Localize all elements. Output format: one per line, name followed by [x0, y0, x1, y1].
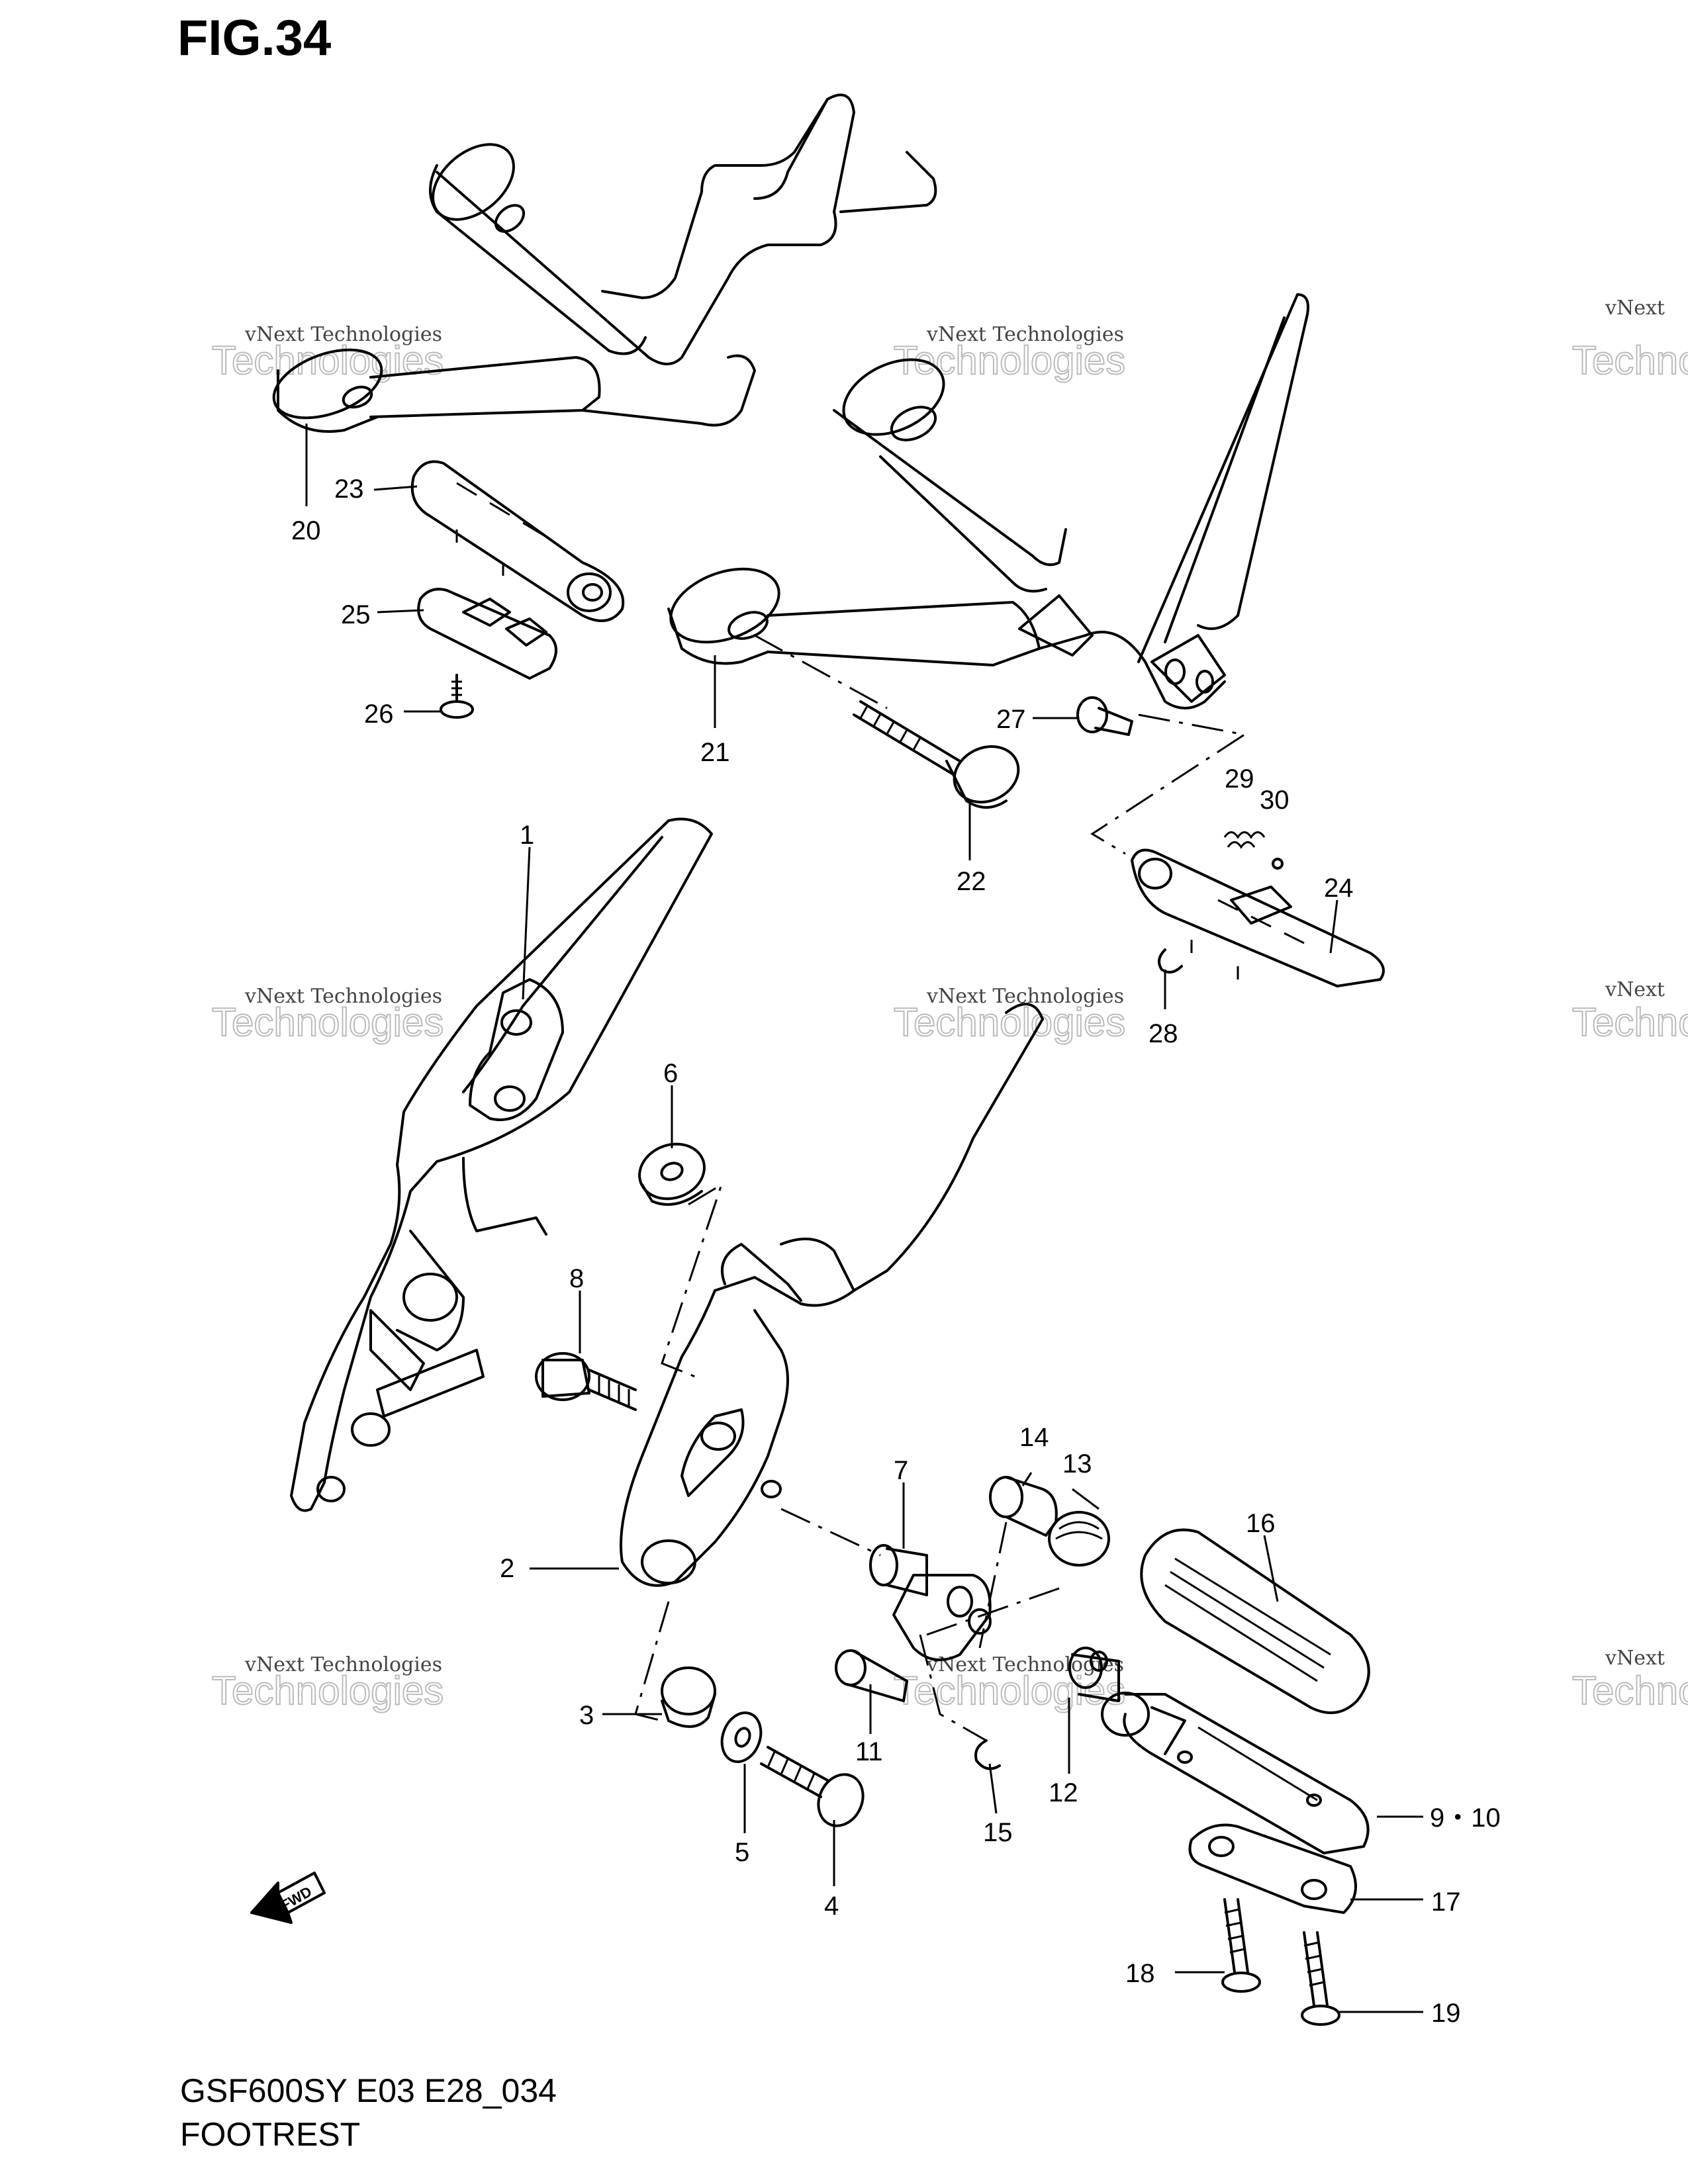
callout-16: 16	[1246, 1509, 1276, 1538]
callout-2: 2	[500, 1554, 514, 1583]
watermark-outline: Technologies	[212, 1668, 444, 1713]
watermark-text: vNext	[1605, 1647, 1665, 1670]
part-22-bolt	[853, 700, 1020, 809]
watermark-mid-left: vNext Technologies Technologies	[211, 985, 444, 1045]
callout-21: 21	[700, 738, 730, 767]
part-9-10-rider-footpeg	[1101, 1692, 1370, 1854]
callout-8: 8	[569, 1264, 584, 1293]
figure-title: FIG.34	[177, 10, 332, 66]
watermark-right-edge-low: vNext Technologies	[1571, 1647, 1688, 1713]
part-11-clevis-pin	[835, 1649, 908, 1702]
callout-3: 3	[579, 1701, 594, 1730]
watermark-outline: Technologies	[894, 1000, 1125, 1044]
part-3-bush	[661, 1666, 716, 1728]
callout-18: 18	[1125, 1959, 1155, 1988]
section-name: FOOTREST	[180, 2116, 361, 2153]
callout-20: 20	[291, 516, 321, 545]
callout-7: 7	[894, 1456, 908, 1485]
part-13-rubber-plug	[1048, 1511, 1110, 1567]
watermark-outline: Technologies	[894, 338, 1125, 383]
callout-14: 14	[1019, 1423, 1049, 1452]
callout-12: 12	[1049, 1778, 1078, 1807]
callout-labels: 1 2 3 4 5 6 7 8 9・10 11 12 13 14 15 16 1…	[291, 475, 1501, 2028]
callout-15: 15	[983, 1818, 1013, 1847]
watermark-outline: Technologies	[1572, 1668, 1688, 1713]
part-23-passenger-peg-left	[410, 460, 625, 622]
watermark-low-left: vNext Technologies Technologies	[211, 1653, 444, 1713]
callout-5: 5	[735, 1838, 749, 1867]
watermark-top-center: vNext Technologies Technologies	[893, 323, 1126, 383]
callout-25: 25	[341, 600, 371, 629]
part-24-passenger-peg-right	[1131, 848, 1385, 987]
watermark-outline: Technologies	[1572, 1000, 1688, 1044]
part-27-pin	[1076, 696, 1133, 736]
part-1-bracket-plate-left	[290, 817, 713, 1512]
callout-22: 22	[957, 867, 986, 896]
part-21-rear-bracket-right	[667, 293, 1309, 709]
part-16-peg-rubber	[1140, 1528, 1370, 1714]
watermark-text: vNext Technologies	[244, 323, 442, 346]
part-4-button-bolt	[760, 1746, 865, 1827]
watermark-text: vNext Technologies	[244, 1653, 442, 1676]
callout-19: 19	[1431, 1999, 1461, 2028]
part-20-rear-bracket-left	[272, 93, 937, 433]
watermark-outline: Technologies	[212, 1000, 444, 1044]
part-6-washer	[638, 1142, 706, 1206]
watermark-right-edge-top: vNext Technologies	[1571, 296, 1688, 383]
part-5-washer	[720, 1711, 763, 1763]
watermark-text: vNext Technologies	[244, 985, 442, 1008]
part-30-ball	[1272, 858, 1284, 870]
part-8-flange-bolt	[535, 1352, 637, 1411]
assembly-lines	[634, 634, 1247, 1742]
watermark-text: vNext	[1605, 978, 1665, 1001]
part-18-screw	[1221, 1898, 1261, 1993]
leader-lines	[305, 424, 1423, 2013]
callout-27: 27	[996, 705, 1026, 734]
callout-29: 29	[1225, 764, 1254, 794]
callout-23: 23	[334, 475, 364, 504]
callout-6: 6	[663, 1059, 678, 1088]
watermark-outline: Technologies	[894, 1668, 1125, 1713]
callout-24: 24	[1324, 874, 1354, 903]
part-12-spacer	[1068, 1647, 1120, 1702]
part-15-snap-clip	[974, 1739, 1001, 1770]
callout-13: 13	[1062, 1449, 1092, 1479]
part-2-main-bracket	[620, 1003, 1044, 1587]
watermark-text: vNext	[1605, 296, 1665, 320]
part-25-peg-rubber	[417, 588, 557, 680]
part-29-spring	[1223, 831, 1266, 849]
watermark-group: vNext Technologies Technologies vNext Te…	[211, 296, 1688, 1713]
part-28-clip	[1158, 948, 1183, 974]
callout-17: 17	[1431, 1888, 1461, 1917]
part-17-peg-bracket	[1188, 1823, 1357, 1914]
watermark-right-edge-mid: vNext Technologies	[1571, 978, 1688, 1045]
part-19-screw	[1301, 1931, 1340, 2026]
watermark-text: vNext Technologies	[926, 323, 1124, 346]
callout-9-10: 9・10	[1430, 1803, 1501, 1833]
callout-11: 11	[855, 1737, 883, 1766]
callout-28: 28	[1149, 1019, 1178, 1048]
callout-4: 4	[824, 1891, 839, 1921]
part-26-screw	[440, 674, 474, 719]
watermark-outline: Technologies	[212, 338, 444, 383]
watermark-top-left: vNext Technologies Technologies	[211, 323, 444, 383]
model-code: GSF600SY E03 E28_034	[180, 2072, 557, 2109]
fwd-arrow-icon: FWD	[250, 1872, 326, 1924]
part-7-pivot	[869, 1544, 992, 1661]
watermark-outline: Technologies	[1572, 338, 1688, 383]
watermark-mid-center: vNext Technologies Technologies	[893, 985, 1126, 1045]
callout-1: 1	[520, 821, 534, 850]
callout-26: 26	[364, 700, 394, 729]
callout-30: 30	[1260, 786, 1289, 815]
